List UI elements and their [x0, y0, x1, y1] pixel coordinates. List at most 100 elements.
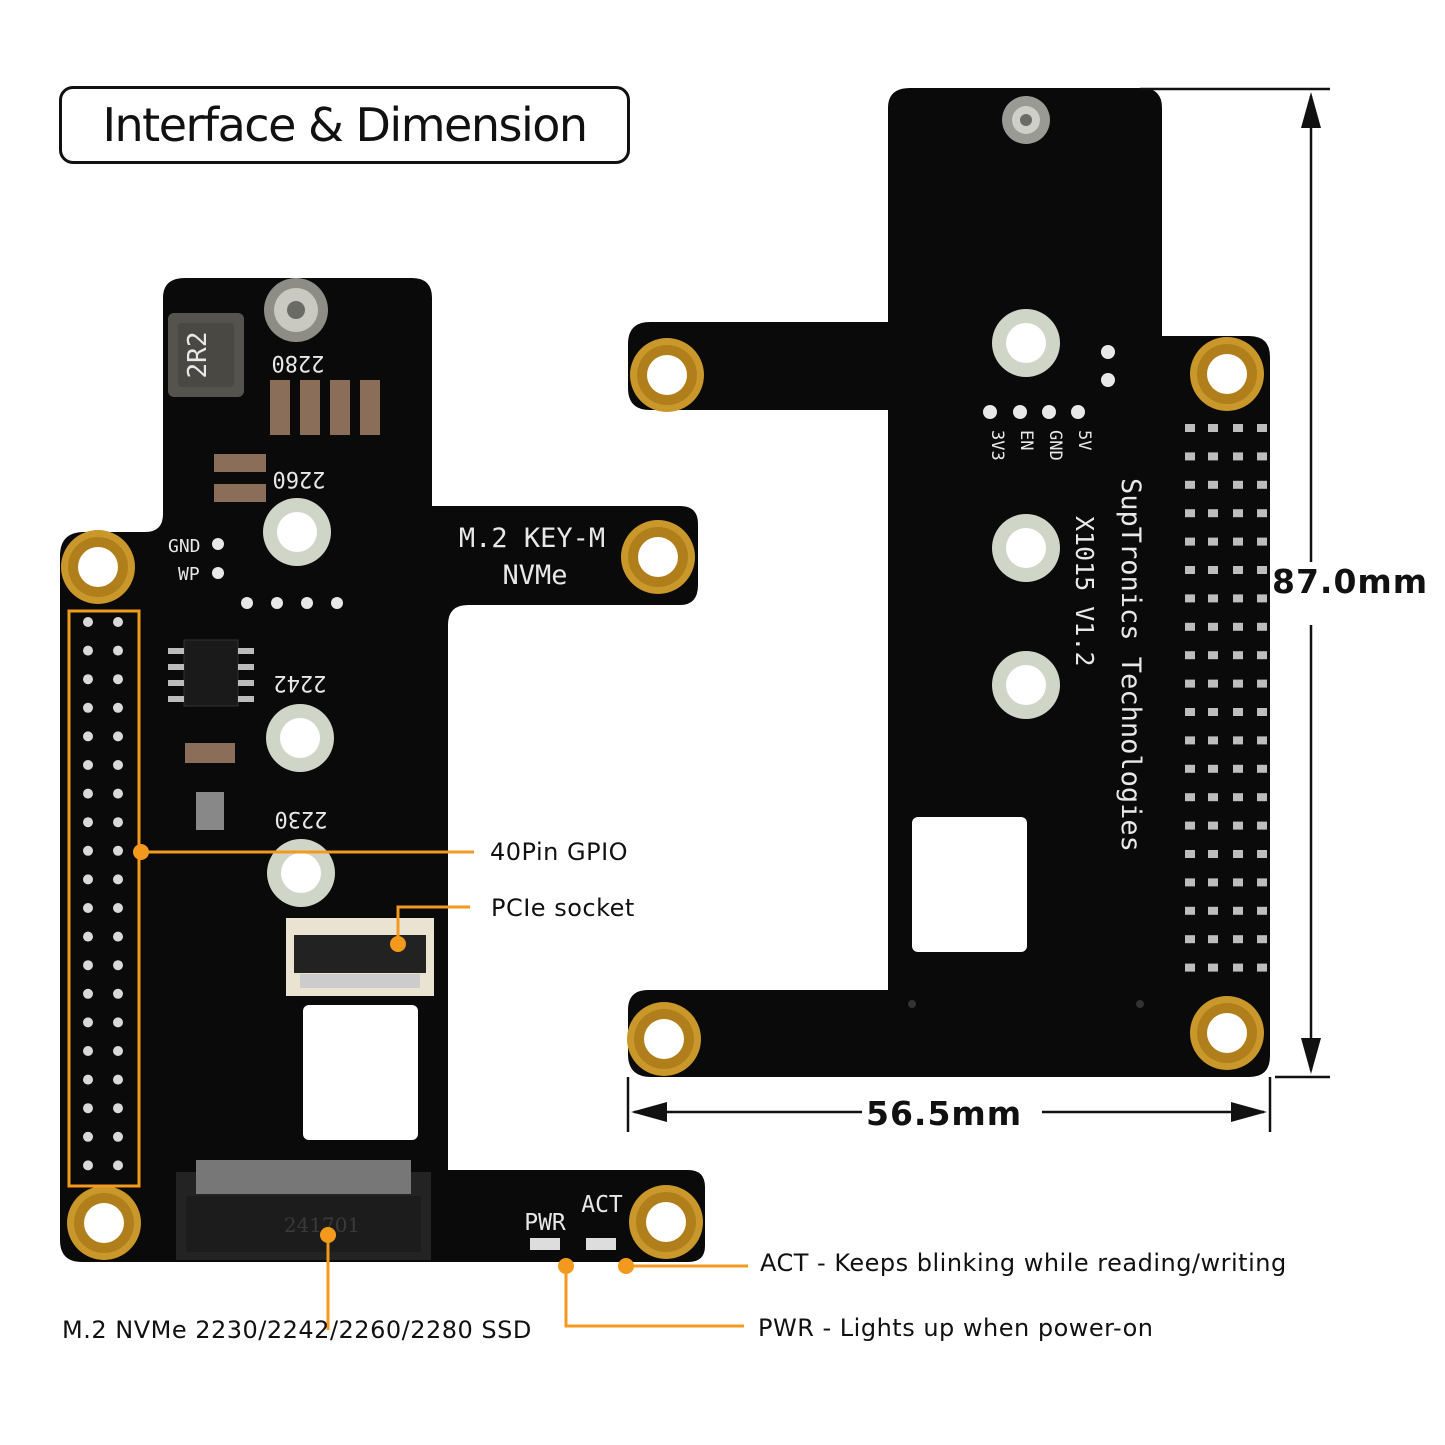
m2-connector-icon: [176, 1160, 431, 1260]
gpio-pad: [83, 960, 93, 971]
header-pin: [1185, 736, 1195, 745]
gpio-pad: [113, 903, 123, 913]
header-pin: [1208, 821, 1218, 830]
header-pin: [1233, 651, 1243, 660]
header-pin: [1185, 452, 1195, 461]
header-pin: [1257, 963, 1267, 972]
header-pin: [1185, 793, 1195, 802]
pin-5v-label: 5V: [1074, 430, 1094, 450]
header-pin: [1233, 906, 1243, 915]
gpio-pad: [83, 988, 93, 999]
header-pin: [1185, 480, 1195, 489]
gpio-socket-header: [1185, 424, 1267, 972]
gpio-pad: [113, 1017, 123, 1028]
title-box: Interface & Dimension: [59, 86, 630, 164]
mount-hole-icon: [61, 530, 135, 604]
header-pin: [1257, 821, 1267, 830]
gpio-pad: [83, 731, 93, 742]
header-pin: [1257, 935, 1267, 944]
header-pin: [1208, 935, 1218, 944]
gpio-pad: [83, 674, 93, 685]
gpio-pad: [83, 1046, 93, 1056]
slot-2242-label: 2242: [274, 670, 327, 695]
arrow-left-icon: [631, 1102, 667, 1122]
gpio-pad: [113, 731, 123, 742]
header-pin: [1257, 736, 1267, 745]
header-pin: [1233, 850, 1243, 858]
screw-icon: [264, 278, 328, 342]
header-pin: [1257, 878, 1267, 887]
header-pin: [1208, 537, 1218, 546]
gpio-pad: [83, 1131, 93, 1142]
pwr-callout: PWR - Lights up when power-on: [758, 1314, 1154, 1342]
height-dimension: [1140, 87, 1330, 1079]
header-pin: [1185, 509, 1195, 518]
screw-icon: [1002, 96, 1050, 144]
gpio-pad: [113, 874, 123, 885]
board-cutout: [303, 1005, 418, 1140]
m2-key-label: M.2 KEY-M: [459, 523, 605, 554]
header-pin: [1233, 424, 1243, 432]
gpio-pad: [83, 702, 93, 713]
capacitor-row: [185, 380, 380, 830]
header-pin: [1208, 736, 1218, 745]
header-pin: [1257, 793, 1267, 802]
act-led: [586, 1238, 616, 1250]
header-pin: [1233, 594, 1243, 603]
header-pin: [1185, 679, 1195, 688]
header-pin: [1257, 622, 1267, 631]
header-pin: [1233, 679, 1243, 688]
header-pin: [1257, 424, 1267, 432]
standoff-hole-icon: [992, 309, 1060, 377]
header-pin: [1233, 764, 1243, 773]
callout-leaders: [141, 850, 748, 1330]
header-pin: [1233, 622, 1243, 631]
header-pin: [1185, 651, 1195, 660]
ssd-callout: M.2 NVMe 2230/2242/2260/2280 SSD: [62, 1316, 532, 1344]
header-pin: [1233, 793, 1243, 802]
gpio-pad: [113, 1074, 123, 1085]
header-pin: [1185, 850, 1195, 858]
header-pin: [1185, 764, 1195, 773]
header-pin: [1208, 594, 1218, 603]
gpio-pad: [113, 1046, 123, 1056]
slot-2280-label: 2280: [272, 350, 325, 375]
back-board: 3V3 EN GND 5V SupTronics Technologies X1…: [627, 88, 1270, 1077]
gpio-highlight: [67, 609, 141, 1188]
gpio-pad: [113, 1160, 123, 1171]
mount-hole-icon: [1190, 996, 1264, 1070]
act-callout: ACT - Keeps blinking while reading/writi…: [760, 1249, 1287, 1277]
pwr-led: [530, 1238, 560, 1250]
header-pin: [1257, 566, 1267, 574]
header-pin: [1233, 509, 1243, 518]
gpio-pad: [113, 674, 123, 685]
mount-hole-icon: [627, 1002, 701, 1076]
gpio-pad: [83, 1103, 93, 1114]
gpio-pad: [113, 702, 123, 713]
slot-2230-label: 2230: [275, 806, 328, 831]
header-pin: [1233, 708, 1243, 716]
arrow-right-icon: [1231, 1102, 1267, 1122]
header-pin: [1185, 878, 1195, 887]
brand-label: SupTronics Technologies: [1115, 478, 1146, 852]
gpio-pad: [113, 617, 123, 627]
mount-hole-icon: [621, 520, 695, 594]
header-pin: [1233, 566, 1243, 574]
header-pin: [1233, 935, 1243, 944]
standoff-hole-icon: [267, 839, 335, 907]
header-pin: [1257, 679, 1267, 688]
mount-hole-icon: [629, 1185, 703, 1259]
header-pin: [1208, 764, 1218, 773]
header-pin: [1233, 963, 1243, 972]
model-label: X1015 V1.2: [1070, 516, 1099, 667]
header-pin: [1208, 708, 1218, 716]
header-pin: [1185, 821, 1195, 830]
gpio-pad: [83, 817, 93, 828]
standoff-hole-icon: [992, 651, 1060, 719]
header-pin: [1233, 537, 1243, 546]
inductor-label: 2R2: [183, 332, 213, 379]
header-pin: [1208, 452, 1218, 461]
gpio-pad: [113, 760, 123, 770]
